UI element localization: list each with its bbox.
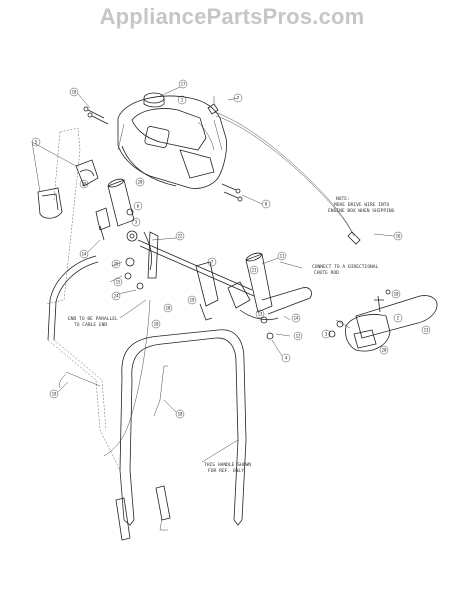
svg-text:20: 20 xyxy=(382,348,387,353)
left-bracket-parts xyxy=(31,127,99,305)
svg-text:13: 13 xyxy=(424,328,429,333)
drive-cable xyxy=(213,97,361,245)
svg-text:18: 18 xyxy=(166,306,171,311)
svg-text:20: 20 xyxy=(82,182,87,187)
lower-handle xyxy=(47,255,171,541)
svg-text:21: 21 xyxy=(252,268,257,273)
right-screws xyxy=(221,183,263,205)
svg-text:15: 15 xyxy=(116,280,121,285)
svg-text:10: 10 xyxy=(72,90,77,95)
connect-note-line-2: CHUTE ROD xyxy=(314,270,339,276)
svg-text:3: 3 xyxy=(325,332,328,337)
svg-text:7: 7 xyxy=(211,260,214,265)
svg-text:24: 24 xyxy=(114,294,119,299)
svg-text:6: 6 xyxy=(137,204,140,209)
parallel-note-line-2: TO CABLE END xyxy=(74,322,107,328)
svg-text:22: 22 xyxy=(178,234,183,239)
connect-note-line-1: CONNECT TO A DIRECTIONAL xyxy=(312,264,379,270)
upper-handle xyxy=(119,329,247,526)
svg-text:14: 14 xyxy=(294,316,299,321)
dashboard-cover xyxy=(117,92,227,189)
svg-text:7: 7 xyxy=(237,96,240,101)
svg-text:13: 13 xyxy=(258,312,263,317)
callouts: 10 17 1 7 5 20 20 6 3 8 14 22 7 21 11 25… xyxy=(31,79,431,419)
svg-text:10: 10 xyxy=(394,292,399,297)
svg-text:1: 1 xyxy=(181,98,184,103)
svg-text:19: 19 xyxy=(190,298,195,303)
handle-note-line-2: FOR REF. ONLY xyxy=(208,468,244,474)
parallel-note-line-1: END TO BE PARALLEL xyxy=(68,316,118,322)
cables xyxy=(59,299,168,457)
svg-text:4: 4 xyxy=(285,356,288,361)
svg-text:5: 5 xyxy=(35,140,38,145)
svg-text:14: 14 xyxy=(82,252,87,257)
note-line-1: MOVE DRIVE WIRE INTO xyxy=(334,202,390,208)
svg-text:8: 8 xyxy=(265,202,268,207)
svg-text:18: 18 xyxy=(154,322,159,327)
svg-text:19: 19 xyxy=(52,392,57,397)
control-rod-assembly xyxy=(109,231,255,321)
right-handle-grip xyxy=(239,252,312,340)
svg-text:17: 17 xyxy=(181,82,186,87)
note-line-2: ENGINE BOX WHEN SHIPPING xyxy=(328,208,395,214)
svg-text:20: 20 xyxy=(138,180,143,185)
svg-text:11: 11 xyxy=(280,254,285,259)
cover-screws xyxy=(83,106,109,125)
svg-text:3: 3 xyxy=(135,220,138,225)
handle-note-line-1: THIS HANDLE SHOWN xyxy=(204,462,251,468)
ignition-parts xyxy=(207,96,219,115)
watermark: AppliancePartsPros.com xyxy=(99,4,365,29)
svg-text:16: 16 xyxy=(396,234,401,239)
svg-text:18: 18 xyxy=(178,412,183,417)
trigger-assembly xyxy=(328,289,438,352)
svg-text:12: 12 xyxy=(296,334,301,339)
svg-text:25: 25 xyxy=(114,262,119,267)
note-header: NOTE: xyxy=(336,196,350,202)
notes: NOTE: MOVE DRIVE WIRE INTO ENGINE BOX WH… xyxy=(68,196,395,474)
chute-crank xyxy=(95,178,138,242)
svg-text:2: 2 xyxy=(397,316,400,321)
